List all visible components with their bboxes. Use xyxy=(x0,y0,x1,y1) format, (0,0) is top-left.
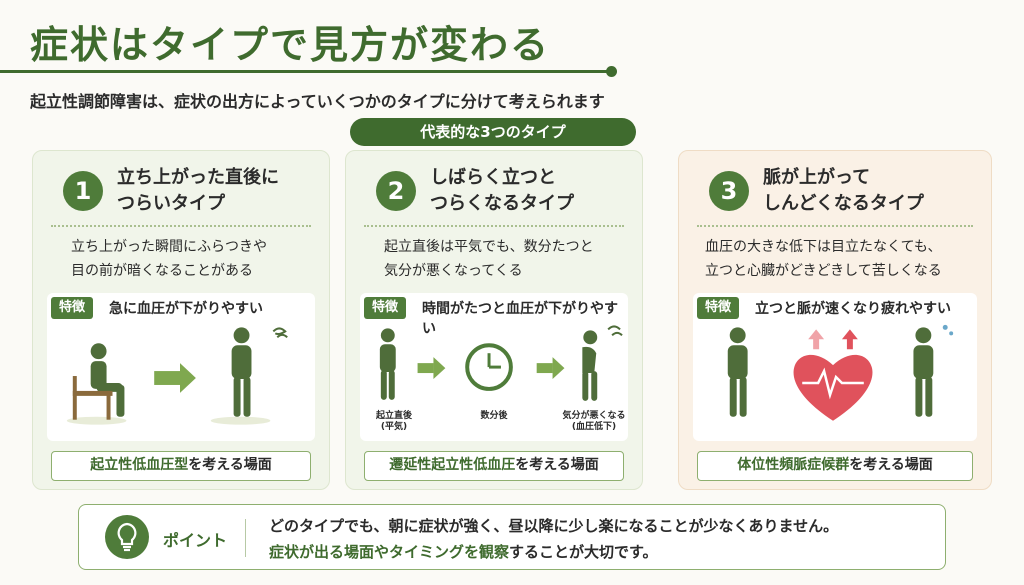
caption-middle: 数分後 xyxy=(480,411,508,421)
type-number-badge: 3 xyxy=(709,171,749,211)
type-description: 立ち上がった瞬間にふらつきや 目の前が暗くなることがある xyxy=(71,239,267,279)
feature-tag: 特徴 xyxy=(364,297,407,319)
clock-icon xyxy=(465,343,513,391)
feature-text: 時間がたつと血圧が下がりやすい xyxy=(422,301,618,337)
tachycardia-illustration xyxy=(727,324,954,421)
type-description: 血圧の大きな低下は目立たなくても、 立つと心臓がどきどきして苦しくなる xyxy=(705,239,942,279)
delayed-illustration xyxy=(379,325,623,401)
standing-person-icon xyxy=(379,328,396,400)
standing-up-illustration xyxy=(66,327,288,425)
arrow-right-icon xyxy=(154,363,196,393)
scene-box: 体位性頻脈症候群を考える場面 xyxy=(697,451,973,481)
title-underline xyxy=(0,70,612,73)
feature-text: 立つと脈が速くなり疲れやすい xyxy=(755,301,951,317)
type-title: 脈が上がって しんどくなるタイプ xyxy=(763,167,924,214)
chest-pain-person-icon xyxy=(913,324,954,417)
caption-right: 気分が悪くなる (血圧低下) xyxy=(562,411,626,432)
type-title: 立ち上がった直後に つらいタイプ xyxy=(117,167,279,214)
point-label: ポイント xyxy=(163,531,228,550)
point-box: ポイント どのタイプでも、朝に症状が強く、昼以降に少し楽になることが少なくありま… xyxy=(78,504,946,570)
standing-person-icon xyxy=(727,327,748,417)
dizzy-standing-person-icon xyxy=(210,327,288,425)
feature-tag: 特徴 xyxy=(697,297,740,319)
feature-panel: 特徴 急に血圧が下がりやすい xyxy=(47,293,315,441)
dotted-divider xyxy=(697,225,973,227)
type-description: 起立直後は平気でも、数分たつと 気分が悪くなってくる xyxy=(384,239,594,279)
heart-pulse-icon xyxy=(793,329,873,421)
feature-tag: 特徴 xyxy=(51,297,94,319)
type-card-3: 3 脈が上がって しんどくなるタイプ 血圧の大きな低下は目立たなくても、 立つと… xyxy=(678,150,992,490)
type-title: しばらく立つと つらくなるタイプ xyxy=(430,167,574,214)
feature-text: 急に血圧が下がりやすい xyxy=(109,301,263,317)
title-underline-dot xyxy=(606,66,617,77)
point-text-line1: どのタイプでも、朝に症状が強く、昼以降に少し楽になることが少なくありません。 xyxy=(269,517,839,535)
dotted-divider xyxy=(51,225,311,227)
arrow-right-icon xyxy=(417,357,446,380)
type-number-badge: 2 xyxy=(376,171,416,211)
arrow-right-icon xyxy=(536,357,565,380)
unwell-person-icon xyxy=(582,325,623,401)
caption-left: 起立直後 (平気) xyxy=(375,411,412,432)
sitting-person-icon xyxy=(66,343,127,425)
scene-box: 起立性低血圧型を考える場面 xyxy=(51,451,311,481)
scene-box: 遷延性起立性低血圧を考える場面 xyxy=(364,451,624,481)
point-divider xyxy=(245,519,246,557)
point-text-line2: 症状が出る場面やタイミングを観察することが大切です。 xyxy=(269,543,658,561)
types-label-pill: 代表的な3つのタイプ xyxy=(350,118,636,146)
type-number-badge: 1 xyxy=(63,171,103,211)
type-card-1: 1 立ち上がった直後に つらいタイプ 立ち上がった瞬間にふらつきや 目の前が暗く… xyxy=(32,150,330,490)
page-title: 症状はタイプで見方が変わる xyxy=(30,23,551,67)
type-card-2: 2 しばらく立つと つらくなるタイプ 起立直後は平気でも、数分たつと 気分が悪く… xyxy=(345,150,643,490)
lightbulb-icon xyxy=(105,515,149,559)
feature-panel: 特徴 時間がたつと血圧が下がりやすい xyxy=(360,293,628,441)
dotted-divider xyxy=(364,225,624,227)
page-subtitle: 起立性調節障害は、症状の出方によっていくつかのタイプに分けて考えられます xyxy=(30,92,605,111)
feature-panel: 特徴 立つと脈が速くなり疲れやすい xyxy=(693,293,977,441)
